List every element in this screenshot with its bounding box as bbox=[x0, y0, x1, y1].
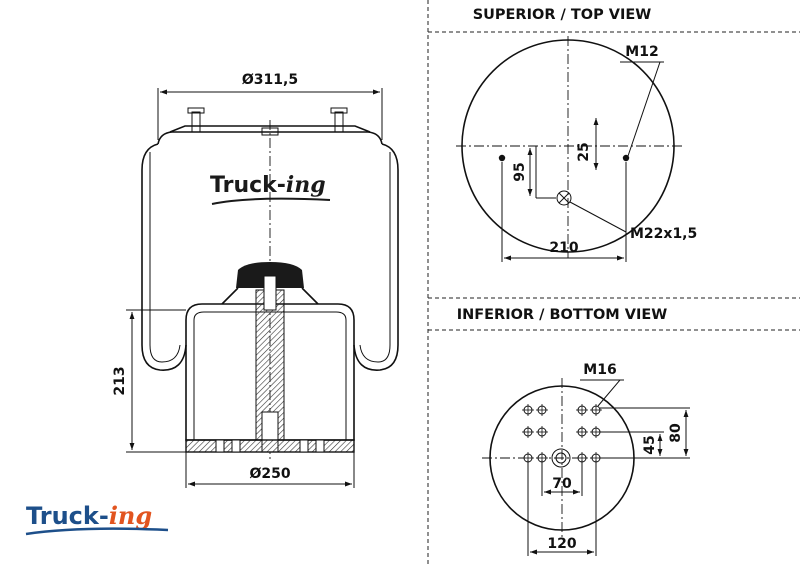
bottom-view-title: INFERIOR / BOTTOM VIEW bbox=[457, 307, 668, 323]
top-thread-m22: M22x1,5 bbox=[630, 226, 697, 242]
dim-bottom-70: 70 bbox=[552, 476, 572, 492]
dim-top-210: 210 bbox=[549, 240, 578, 256]
bottom-center-port bbox=[551, 448, 571, 468]
top-stud-right bbox=[330, 107, 348, 133]
bellows-right bbox=[353, 143, 399, 371]
top-hole-left bbox=[498, 154, 506, 162]
top-view-title: SUPERIOR / TOP VIEW bbox=[473, 7, 652, 23]
side-view: Ø311,5 Ø250 213 Truck-ing bbox=[112, 72, 399, 488]
dim-top-25: 25 bbox=[576, 142, 592, 161]
top-thread-m12: M12 bbox=[625, 44, 658, 60]
top-view: SUPERIOR / TOP VIEW 210 95 25 M12 M22x1,… bbox=[456, 7, 697, 262]
upper-bolt bbox=[263, 275, 277, 311]
top-plate bbox=[157, 131, 383, 145]
top-center-port bbox=[556, 190, 572, 206]
dim-bottom-80: 80 bbox=[668, 423, 684, 443]
dim-top-diameter: Ø311,5 bbox=[242, 72, 298, 88]
brand-logo: Truck-ing bbox=[25, 501, 169, 536]
bumper-stop bbox=[236, 262, 304, 288]
logo-text: Truck-ing bbox=[26, 501, 152, 530]
bellows-brand-label: Truck-ing bbox=[210, 172, 326, 198]
dim-bottom-diameter: Ø250 bbox=[249, 466, 290, 482]
piston bbox=[185, 303, 355, 441]
bottom-thread-m16: M16 bbox=[583, 362, 616, 378]
dim-top-95: 95 bbox=[512, 162, 528, 181]
top-hole-right bbox=[622, 154, 630, 162]
bellows-left bbox=[141, 143, 187, 371]
dim-bottom-120: 120 bbox=[547, 536, 576, 552]
dim-bottom-45: 45 bbox=[642, 435, 658, 454]
panel-dividers bbox=[427, 0, 800, 565]
bottom-view: INFERIOR / BOTTOM VIEW 120 70 45 80 M16 bbox=[457, 307, 690, 556]
top-stud-left bbox=[187, 107, 205, 133]
base-plate bbox=[185, 439, 355, 453]
dim-height: 213 bbox=[112, 366, 128, 395]
